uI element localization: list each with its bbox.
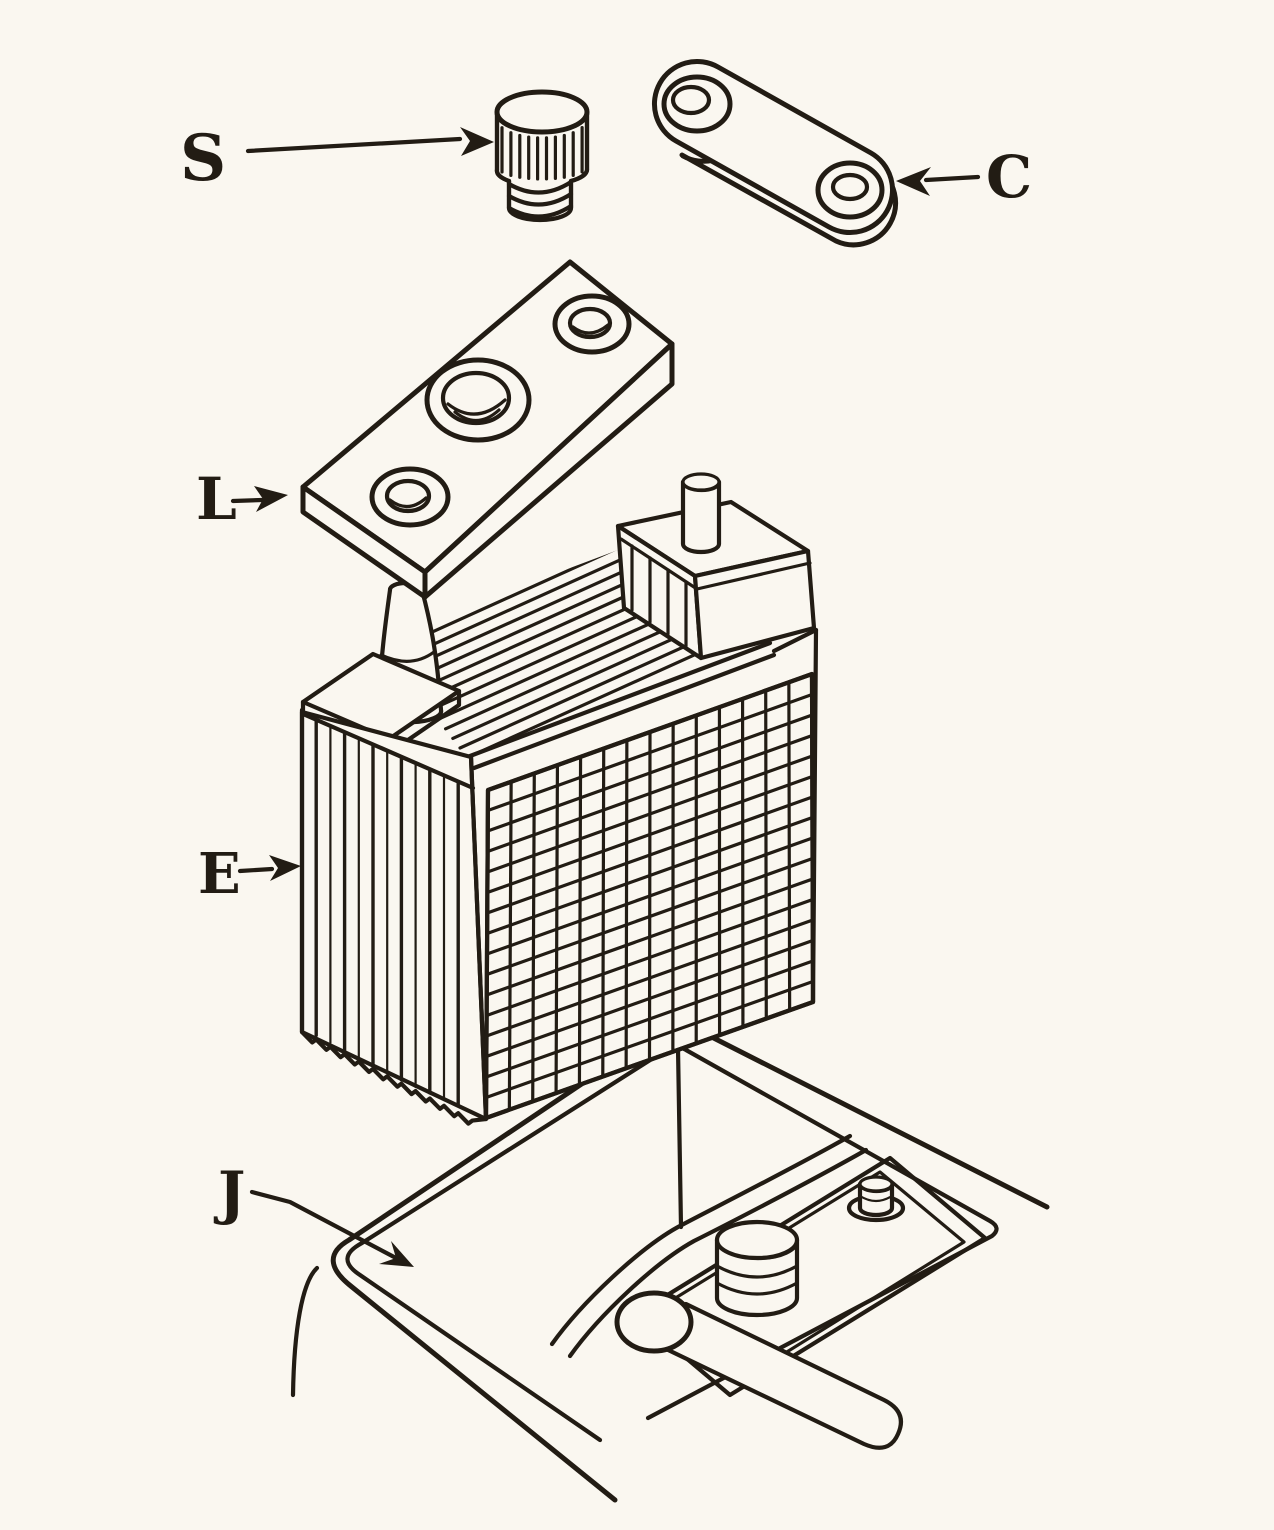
vent-plug-threads (506, 178, 574, 219)
element-grid-face (483, 627, 819, 1121)
element-right-post (680, 479, 722, 555)
jar-strap (661, 1301, 903, 1450)
cover-hole-center-threaded (424, 357, 532, 443)
jar-left-corner-edge (290, 1265, 320, 1398)
arrow-e (237, 866, 275, 874)
vent-plug-knurling (500, 126, 584, 181)
neighbour-terminal-post (846, 1175, 906, 1223)
element-top-rim (467, 640, 773, 759)
battery-jar-figure (290, 1020, 1050, 1503)
cover-front-right-face (422, 341, 675, 600)
neighbour-vent-cap (714, 1219, 800, 1318)
arrowhead-c (896, 167, 931, 196)
label-c: C (986, 143, 1032, 211)
element-strap-fingers (630, 544, 688, 648)
cover-hole-small-right (552, 293, 632, 355)
label-s: S (180, 121, 226, 196)
cell-cover-figure (300, 259, 675, 600)
arrowhead-j (379, 1241, 414, 1267)
connector-hole-right (815, 160, 885, 220)
element-front-corner-edge (468, 754, 489, 1122)
vent-plug-top (494, 89, 590, 135)
element-right-strap-block (615, 472, 817, 661)
label-e: E (198, 841, 241, 907)
jar-strap-hole-ring (614, 1290, 694, 1354)
arrow-j (249, 1189, 399, 1261)
jar-partition-lower (567, 1147, 869, 1359)
element-right-edge (810, 627, 819, 1005)
element-jagged-bottom-edge (299, 1029, 489, 1126)
jar-partition-upper (549, 1133, 853, 1347)
arrow-c (923, 174, 981, 183)
arrow-s (245, 136, 463, 154)
arrowhead-e (269, 855, 301, 881)
cover-hole-small-left (369, 466, 451, 528)
arrow-l (230, 497, 265, 504)
jar-cavity-corner-line (675, 1045, 684, 1230)
label-j: J (213, 1159, 245, 1227)
plate-element-figure (299, 472, 819, 1126)
element-separator-ribs-face (299, 707, 489, 1126)
label-l: L (196, 465, 237, 533)
connector-hole-left (661, 74, 733, 134)
element-rib-top-edge (300, 711, 476, 791)
callouts: S C L E J (180, 121, 1032, 1267)
vent-plug-figure (494, 89, 590, 223)
arrowhead-l (254, 486, 288, 512)
arrowhead-s (460, 127, 494, 156)
cell-connector-figure (652, 58, 899, 248)
element-top-right-edge (771, 627, 819, 654)
